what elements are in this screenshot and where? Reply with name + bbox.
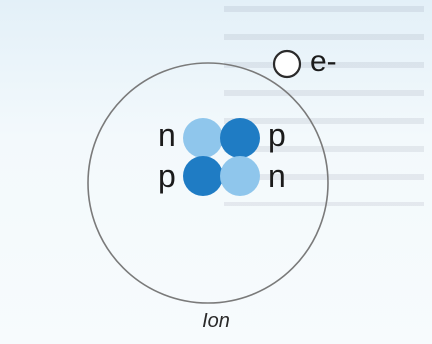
label-neutron-bottom-right: n [268,158,286,194]
neutron-bottom-right [220,156,260,196]
label-proton-top-right: p [268,117,286,153]
proton-top-right [220,118,260,158]
electron-label: e- [310,45,337,78]
proton-bottom-left [183,156,223,196]
label-proton-bottom-left: p [158,158,176,194]
electron-circle [274,51,300,77]
label-neutron-top-left: n [158,117,176,153]
neutron-top-left [183,118,223,158]
diagram-caption: Ion [0,310,432,333]
